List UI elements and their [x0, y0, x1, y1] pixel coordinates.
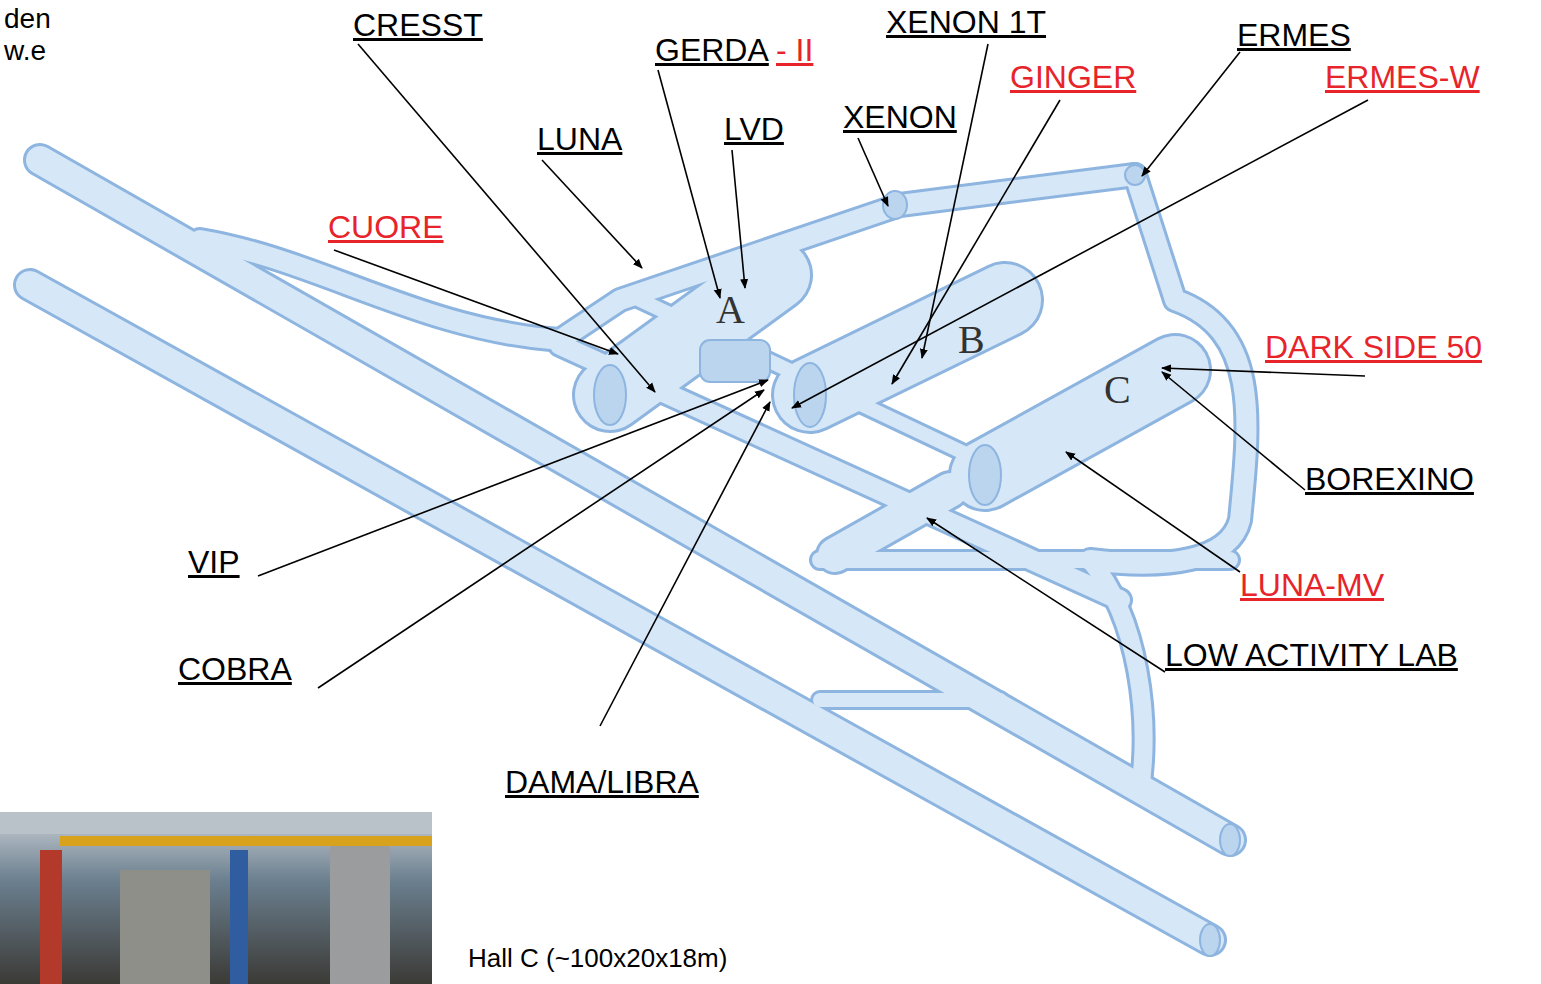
experiment-label: VIP [188, 545, 240, 580]
experiment-label: XENON 1T [886, 5, 1046, 40]
note-text: den [4, 4, 51, 35]
experiment-label: CRESST [353, 8, 483, 43]
experiment-label: LOW ACTIVITY LAB [1165, 638, 1458, 673]
hall-photo [0, 812, 432, 984]
note-text: w.e [4, 36, 46, 67]
hall-letter: A [716, 288, 745, 332]
experiment-suffix: - II [776, 33, 813, 68]
experiment-label: ERMES [1237, 18, 1351, 53]
experiment-label: LUNA [537, 122, 622, 157]
experiment-label: CUORE [328, 210, 444, 245]
experiment-label: COBRA [178, 652, 292, 687]
hall-letter: B [958, 318, 985, 362]
experiment-label: LVD [724, 112, 784, 147]
experiment-label: DARK SIDE 50 [1265, 330, 1482, 365]
experiment-label: BOREXINO [1305, 462, 1474, 497]
experiment-label: ERMES-W [1325, 60, 1480, 95]
experiment-label: XENON [843, 100, 957, 135]
experiment-label: DAMA/LIBRA [505, 765, 699, 800]
leader-lines [258, 44, 1368, 726]
experiment-label: GERDA [655, 33, 769, 68]
photo-caption: Hall C (~100x20x18m) [468, 944, 727, 973]
experiment-label: GINGER [1010, 60, 1136, 95]
hall-letter: C [1104, 368, 1131, 412]
experiment-label: LUNA-MV [1240, 568, 1384, 603]
